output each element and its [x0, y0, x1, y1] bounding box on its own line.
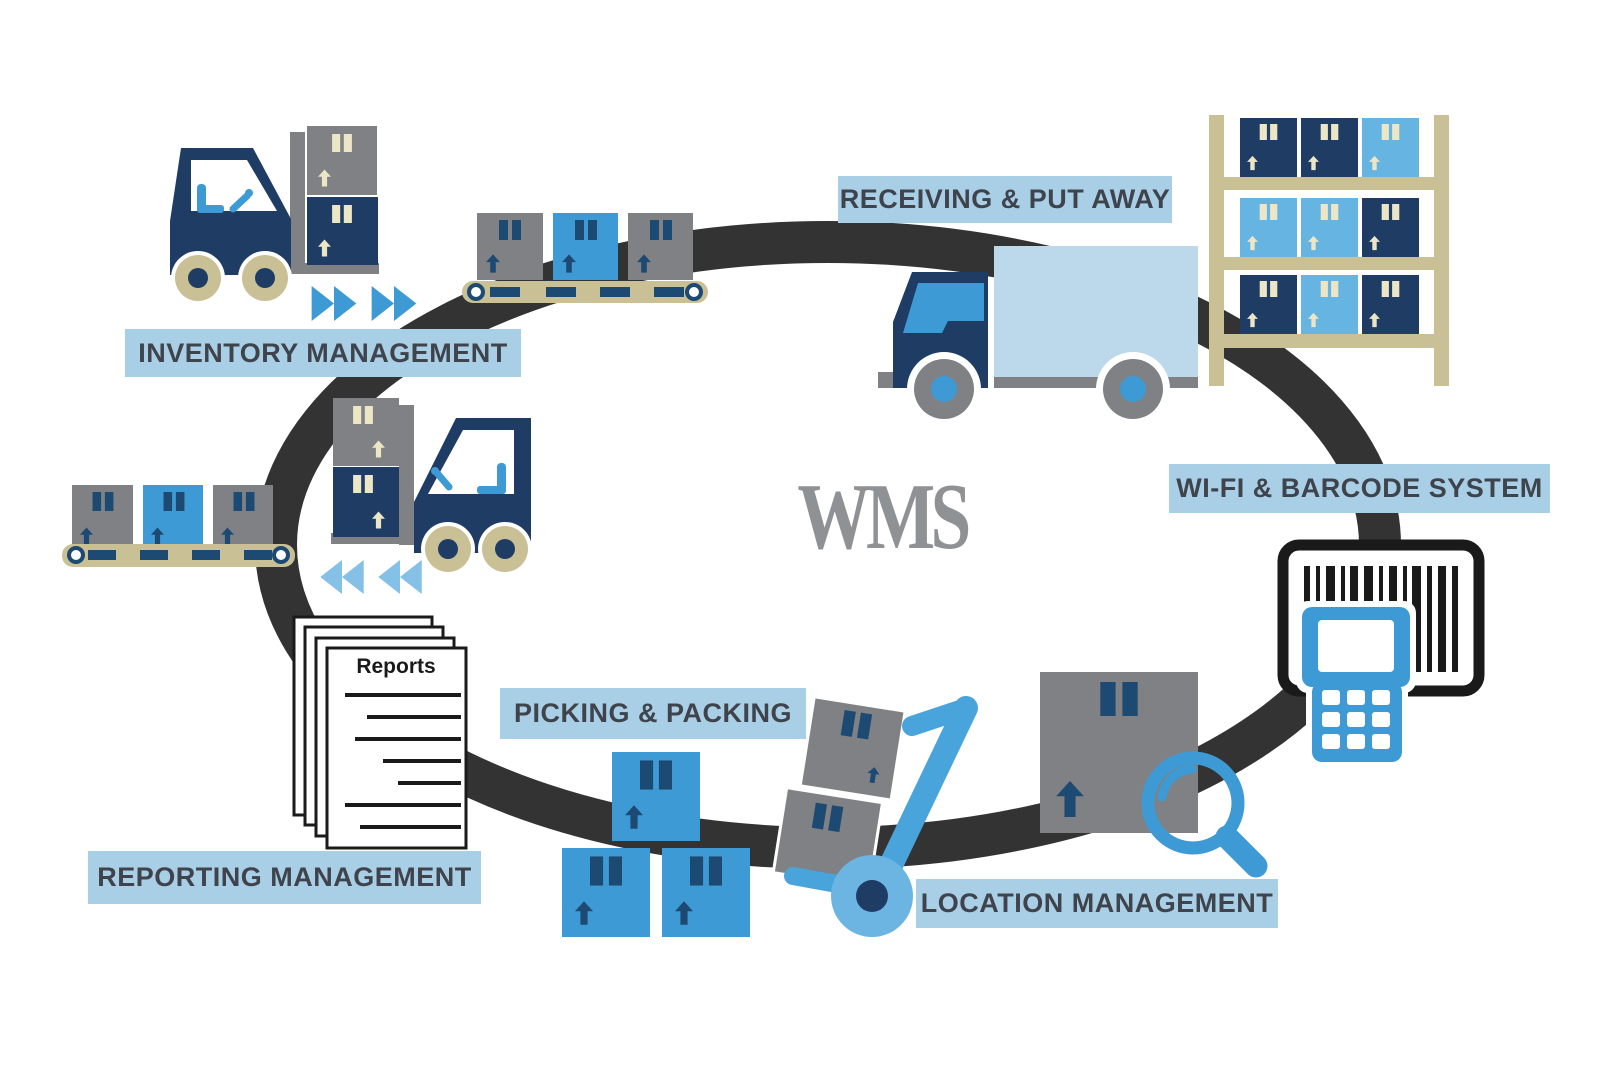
location-box-icon [1040, 672, 1198, 833]
truck-icon [878, 246, 1198, 426]
label-inventory-management: INVENTORY MANAGEMENT [125, 329, 521, 377]
label-wifi-barcode-system: WI-FI & BARCODE SYSTEM [1169, 464, 1550, 513]
storage-rack-icon [1209, 115, 1449, 386]
cardboard-box-icon [72, 485, 273, 553]
label-receiving-put-away: RECEIVING & PUT AWAY [838, 176, 1172, 223]
rack-boxes [1240, 118, 1419, 334]
forklift-icon [170, 126, 379, 305]
magnifier-icon [1141, 751, 1268, 878]
rewind-arrows-icon [320, 560, 422, 594]
reports-document-title: Reports [356, 655, 436, 678]
fast-forward-arrows-icon [311, 286, 417, 321]
label-picking-packing: PICKING & PACKING [500, 688, 806, 739]
conveyor-left-icon [62, 485, 295, 567]
forklift-left-icon [331, 398, 532, 576]
handheld-scanner-icon [1296, 601, 1416, 766]
conveyor-top-icon [462, 213, 708, 303]
hand-truck-boxes [771, 695, 907, 890]
label-location-management: LOCATION MANAGEMENT [916, 879, 1278, 928]
cardboard-box-icon [477, 213, 693, 280]
picking-boxes-icon [562, 752, 750, 937]
cardboard-box-icon [307, 126, 378, 265]
hand-truck-icon [771, 695, 978, 937]
label-reporting-management: REPORTING MANAGEMENT [88, 851, 481, 904]
reports-stack-icon [292, 615, 468, 850]
cardboard-box-icon [333, 398, 399, 537]
wms-center-title: WMS [797, 465, 971, 569]
